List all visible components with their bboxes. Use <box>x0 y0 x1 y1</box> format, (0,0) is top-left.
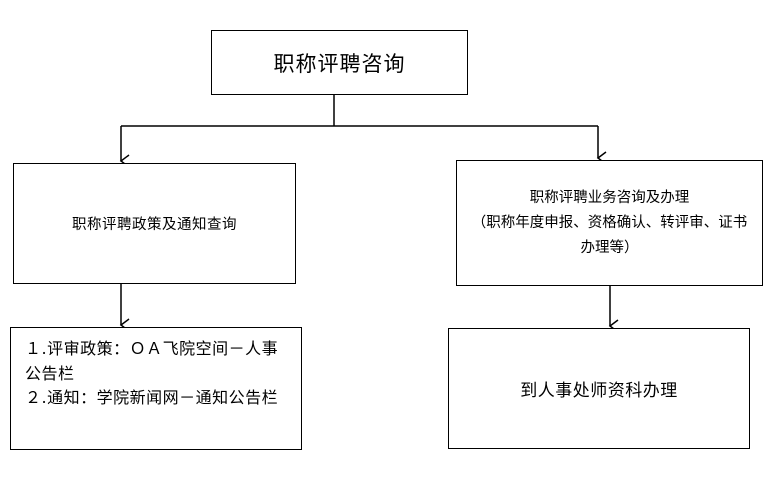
handling-office-node: 到人事处师资科办理 <box>448 328 750 449</box>
root-node: 职称评聘咨询 <box>211 30 468 95</box>
business-consult-note: （职称年度申报、资格确认、转评审、证书办理等） <box>471 214 748 256</box>
query-channel-item: １.评审政策：ＯＡ飞院空间－人事公告栏 <box>25 339 279 383</box>
query-channel-item: ２.通知：学院新闻网－通知公告栏 <box>25 388 279 407</box>
query-channels-node: １.评审政策：ＯＡ飞院空间－人事公告栏 ２.通知：学院新闻网－通知公告栏 <box>10 327 302 450</box>
business-consult-label: 职称评聘业务咨询及办理 <box>529 189 690 206</box>
policy-query-node: 职称评聘政策及通知查询 <box>13 163 296 284</box>
root-node-label: 职称评聘咨询 <box>273 51 406 76</box>
business-consult-node: 职称评聘业务咨询及办理 （职称年度申报、资格确认、转评审、证书办理等） <box>456 160 763 286</box>
policy-query-label: 职称评聘政策及通知查询 <box>72 217 237 233</box>
handling-office-label: 到人事处师资科办理 <box>520 381 678 401</box>
